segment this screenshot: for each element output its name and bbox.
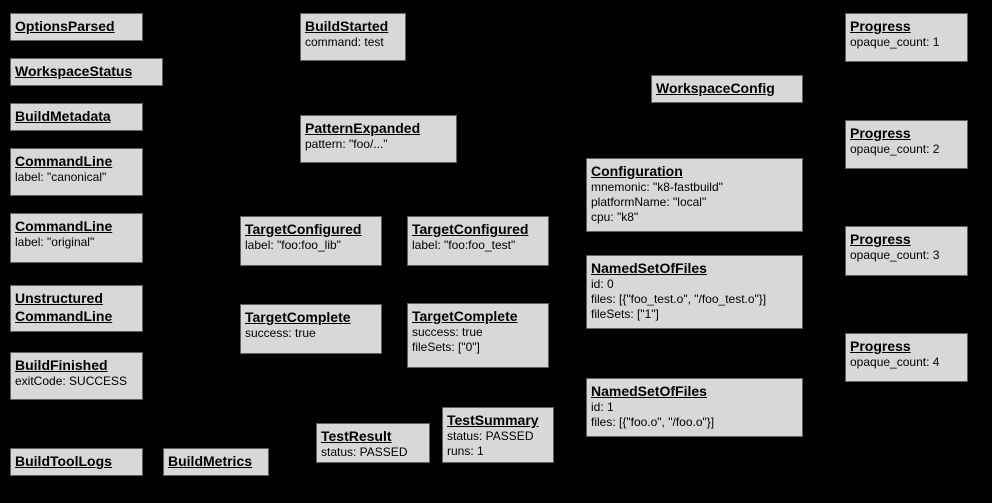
- box-detail: platformName: "local": [591, 195, 707, 209]
- box-title: TestSummary: [447, 412, 539, 428]
- box-title: BuildFinished: [15, 357, 108, 373]
- box-title: BuildMetrics: [168, 453, 253, 469]
- box-detail: success: true: [412, 325, 483, 339]
- box-detail: files: [{"foo.o", "/foo.o"}]: [591, 415, 715, 429]
- box-detail: fileSets: ["0"]: [412, 340, 480, 354]
- box-title: CommandLine: [15, 218, 113, 234]
- event-box-workspace-config: WorkspaceConfig: [651, 75, 803, 103]
- box-title: BuildToolLogs: [15, 453, 112, 469]
- box-title: Progress: [850, 18, 911, 34]
- box-detail: cpu: "k8": [591, 210, 639, 224]
- box-detail: label: "foo:foo_test": [412, 238, 516, 252]
- box-title: Unstructured: [15, 290, 103, 306]
- box-detail: opaque_count: 1: [850, 35, 940, 49]
- box-title: Configuration: [591, 163, 683, 179]
- box-detail: label: "foo:foo_lib": [245, 238, 341, 252]
- box-detail: pattern: "foo/...": [305, 137, 388, 151]
- box-title: TestResult: [321, 428, 392, 444]
- box-detail: status: PASSED: [321, 445, 408, 459]
- box-detail: mnemonic: "k8-fastbuild": [591, 180, 723, 194]
- box-title: TargetComplete: [245, 309, 351, 325]
- box-detail: opaque_count: 2: [850, 142, 940, 156]
- box-detail: id: 1: [591, 400, 614, 414]
- box-detail: opaque_count: 3: [850, 248, 940, 262]
- box-title: WorkspaceStatus: [15, 63, 133, 79]
- box-title: TargetComplete: [412, 308, 518, 324]
- box-title: WorkspaceConfig: [656, 80, 775, 96]
- box-title: NamedSetOfFiles: [591, 383, 707, 399]
- box-title: CommandLine: [15, 153, 113, 169]
- box-title: CommandLine: [15, 308, 113, 324]
- box-title: OptionsParsed: [15, 18, 115, 34]
- event-box-options-parsed: OptionsParsed: [10, 13, 143, 41]
- box-title: Progress: [850, 231, 911, 247]
- box-detail: status: PASSED: [447, 429, 534, 443]
- box-title: TargetConfigured: [412, 221, 529, 237]
- box-detail: success: true: [245, 326, 316, 340]
- box-title: Progress: [850, 125, 911, 141]
- box-detail: exitCode: SUCCESS: [15, 374, 128, 388]
- box-detail: label: "canonical": [15, 170, 107, 184]
- box-detail: label: "original": [15, 235, 95, 249]
- box-detail: fileSets: ["1"]: [591, 307, 659, 321]
- box-detail: id: 0: [591, 277, 614, 291]
- box-title: TargetConfigured: [245, 221, 362, 237]
- box-detail: files: [{"foo_test.o", "/foo_test.o"}]: [591, 292, 767, 306]
- event-box-build-tool-logs: BuildToolLogs: [10, 448, 143, 476]
- box-detail: runs: 1: [447, 444, 484, 458]
- event-box-build-metadata: BuildMetadata: [10, 103, 143, 131]
- event-box-workspace-status: WorkspaceStatus: [10, 58, 163, 86]
- box-title: NamedSetOfFiles: [591, 260, 707, 276]
- box-title: BuildMetadata: [15, 108, 111, 124]
- box-detail: opaque_count: 4: [850, 355, 940, 369]
- box-title: Progress: [850, 338, 911, 354]
- box-title: BuildStarted: [305, 18, 389, 34]
- box-title: PatternExpanded: [305, 120, 421, 136]
- event-box-build-metrics: BuildMetrics: [163, 448, 269, 476]
- box-detail: command: test: [305, 35, 384, 49]
